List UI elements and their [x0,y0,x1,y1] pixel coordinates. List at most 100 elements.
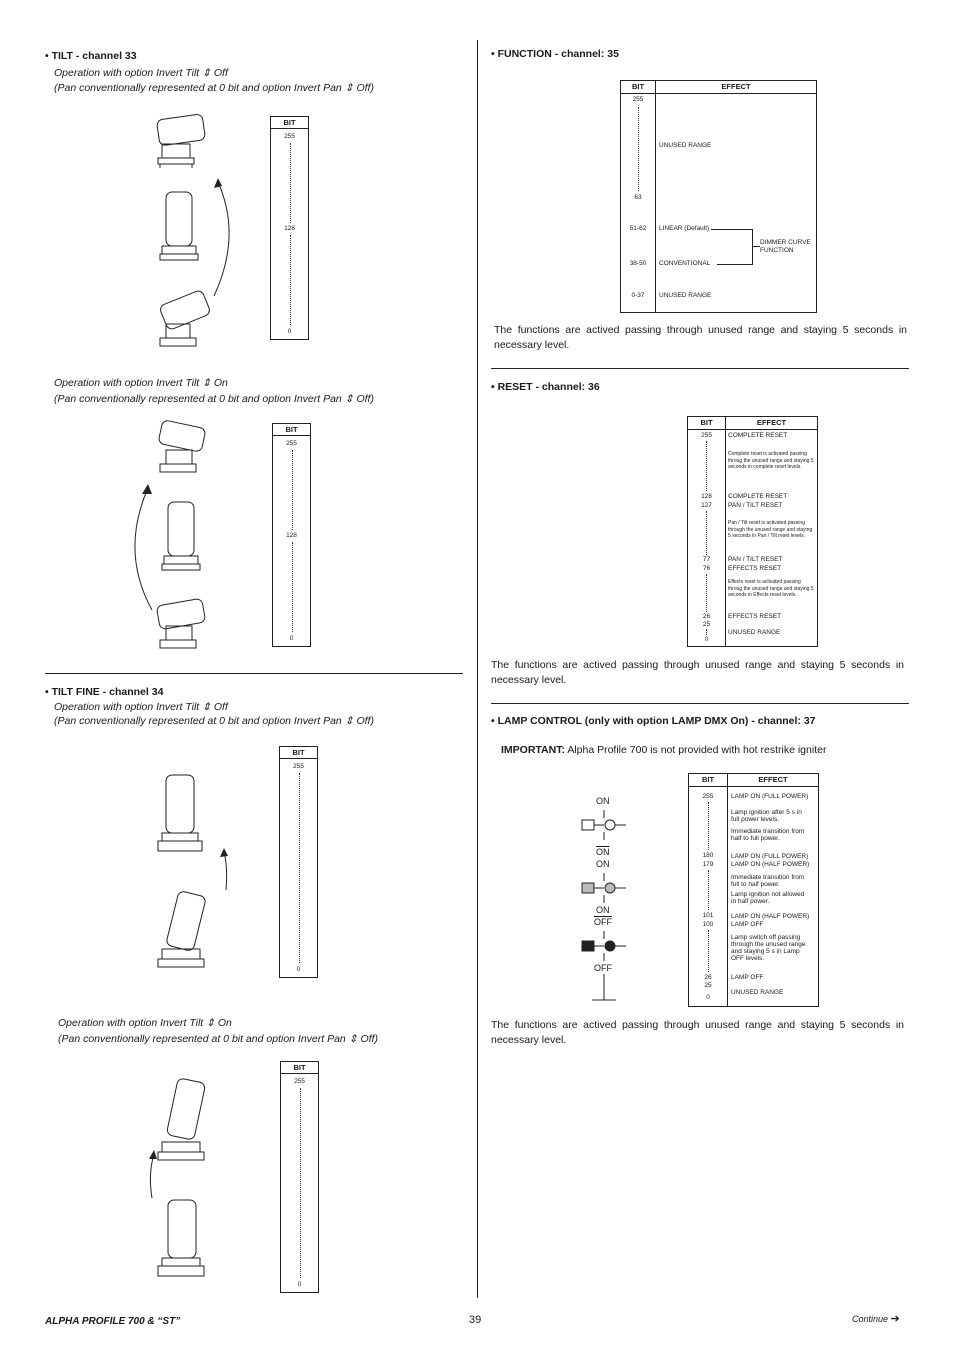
tilt-op1-line2: (Pan conventionally represented at 0 bit… [54,82,374,94]
bit-38-50: 38-50 [629,260,647,267]
bit-255: 255 [286,440,297,447]
effect-lamp-on-full: LAMP ON (FULL POWER) [731,793,809,800]
bracket-line [752,246,760,247]
effect-lamp-off: LAMP OFF [731,974,764,981]
dotted-line [706,629,707,635]
tilt-op2-line1: Operation with option Invert Tilt ⇕ On [54,377,228,389]
lamp-off-icon [581,931,626,961]
effect-lamp-off: LAMP OFF [731,921,764,928]
col-effect: EFFECT [655,81,816,94]
tilt-heading: • TILT - channel 33 [45,50,137,62]
tilt-op2-line2: (Pan conventionally represented at 0 bit… [54,393,374,405]
bit-header: BIT [271,117,308,129]
updown-icon: ⇕ [202,701,211,713]
off-label: OFF [594,917,612,927]
bracket-line [711,229,753,230]
tilt-op1-line1: Operation with option Invert Tilt ⇕ Off [54,67,228,79]
on-label: ON [596,796,610,806]
effect-note: Complete reset is activated passing thro… [728,451,814,470]
bit-255: 255 [284,133,295,140]
reset-heading: • RESET - channel: 36 [491,381,600,393]
bit-255: 255 [293,763,304,770]
bit-header: BIT [273,424,310,436]
bit-0-37: 0-37 [631,292,645,299]
updown-icon: ⇕ [202,67,211,79]
bit-scale: BIT 255 0 [279,746,318,978]
moving-head-fixtures-icon [157,774,206,968]
section-divider [491,703,909,704]
col-separator [655,93,656,312]
bit-179: 179 [702,861,714,868]
col-separator [725,429,726,646]
updown-icon: ⇕ [202,377,211,389]
important-note: IMPORTANT: Alpha Profile 700 is not prov… [501,744,827,756]
tilt-fine-heading: • TILT FINE - channel 34 [45,686,164,698]
moving-head-fixtures-icon [156,114,210,347]
bit-180: 180 [702,852,714,859]
lamp-table: BIT EFFECT 255 180 179 101 100 26 25 0 L… [688,773,819,1007]
effect-lamp-on-half: LAMP ON (HALF POWER) [731,861,810,868]
effect-note: Immediate transition from full to half p… [731,874,805,888]
moving-head-fixtures-icon [157,1078,206,1277]
updown-icon: ⇕ [206,1017,215,1029]
arrow-up-icon [149,1150,157,1199]
effect-complete-reset: COMPLETE RESET [728,493,788,500]
bit-255: 255 [632,96,644,103]
effect-unused: UNUSED RANGE [731,989,784,996]
dotted-line [289,143,291,223]
bit-255: 255 [701,432,712,439]
continue-link[interactable]: Continue ➔ [852,1313,900,1325]
arrow-up-icon [220,848,228,891]
effect-pan-tilt-reset: PAN / TILT RESET [728,502,783,509]
lamp-symbols: ON ON ON ON OFF OFF [576,796,636,1006]
bit-scale: BIT 255 0 [280,1061,319,1293]
off-label: OFF [594,963,612,973]
dotted-line [298,773,300,963]
col-separator [727,786,728,1006]
updown-icon: ⇕ [344,82,354,94]
bit-76: 76 [702,565,711,572]
dotted-line [299,1088,301,1278]
lamp-off-base-icon [592,974,616,1001]
bit-128: 128 [701,493,712,500]
dotted-line [706,511,707,555]
lamp-on-icon [581,810,626,840]
dotted-line [708,930,709,972]
tilt-fine-op2-line1: Operation with option Invert Tilt ⇕ On [58,1017,232,1029]
reset-table: BIT EFFECT 255 128 127 77 76 26 25 0 COM… [687,416,818,647]
bit-0: 0 [289,635,294,642]
section-divider [45,673,463,674]
on-label: ON [596,859,610,869]
bit-0: 0 [296,966,301,973]
bit-0: 0 [706,994,710,1001]
bit-header: BIT [280,747,317,759]
moving-head-fixtures-icon [156,420,206,649]
tilt-fine-op1-line1: Operation with option Invert Tilt ⇕ Off [54,701,228,713]
col-bit: BIT [688,417,725,430]
effect-note: Lamp ignition after 5 s in full power le… [731,809,802,823]
col-bit: BIT [689,774,727,787]
section-divider [491,368,909,369]
bracket-line [752,229,753,265]
bit-header: BIT [281,1062,318,1074]
function-note: The functions are actived passing throug… [494,324,907,351]
lamp-heading: • LAMP CONTROL (only with option LAMP DM… [491,715,816,727]
arrow-right-icon: ➔ [890,1313,900,1325]
effect-unused: UNUSED RANGE [728,629,781,636]
bit-128: 128 [284,225,295,232]
bit-255: 255 [294,1078,305,1085]
tilt-fine-op2-line2: (Pan conventionally represented at 0 bit… [58,1033,378,1045]
bit-26: 26 [702,613,711,620]
dotted-line [291,450,293,530]
reset-note: The functions are actived passing throug… [491,659,904,686]
lamp-note: The functions are actived passing throug… [491,1019,904,1046]
effect-note: Lamp switch off passing through the unus… [731,934,806,962]
effect-unused: UNUSED RANGE [659,142,712,149]
product-name: ALPHA PROFILE 700 & “ST” [45,1316,181,1327]
dotted-line [708,870,709,910]
dotted-line [638,107,639,191]
tilt-fine-op1-line2: (Pan conventionally represented at 0 bit… [54,715,374,727]
bit-128: 128 [286,532,297,539]
dotted-line [289,235,291,325]
bit-scale: BIT 255 128 0 [272,423,311,647]
